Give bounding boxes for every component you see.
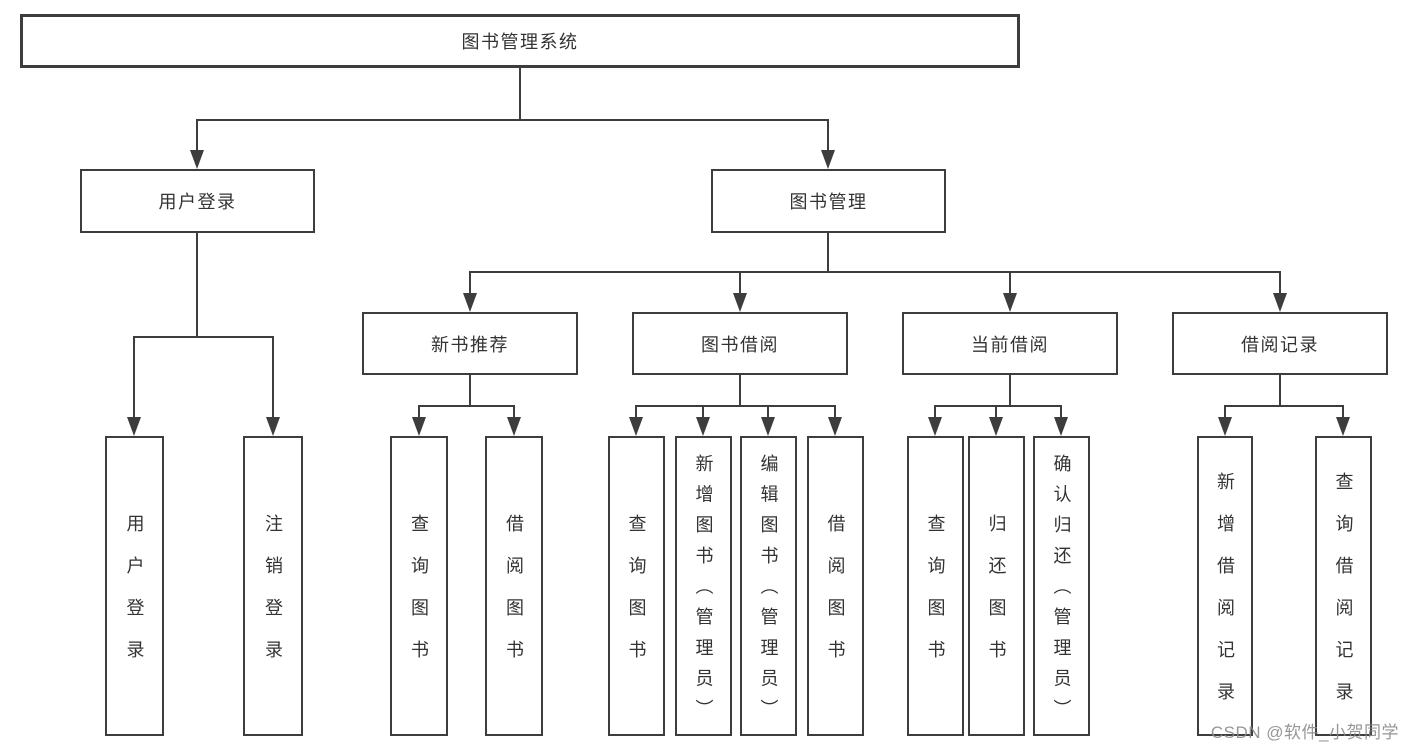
- node-leaf-query-books-1: 查询图书: [390, 436, 448, 736]
- node-user-login: 用户登录: [80, 169, 315, 233]
- node-label: 新书推荐: [431, 334, 509, 355]
- node-leaf-query-borrow-record: 查询借阅记录: [1315, 436, 1372, 736]
- node-leaf-logout: 注销登录: [243, 436, 303, 736]
- watermark: CSDN @软件_小贺同学: [1210, 723, 1399, 742]
- node-current-borrow: 当前借阅: [902, 312, 1118, 375]
- node-label: 查询图书: [409, 514, 429, 682]
- node-leaf-borrow-books-1: 借阅图书: [485, 436, 543, 736]
- node-label: 注销登录: [263, 514, 283, 682]
- node-root: 图书管理系统: [20, 14, 1020, 68]
- node-label: 当前借阅: [971, 334, 1049, 355]
- node-book-mgmt: 图书管理: [711, 169, 946, 233]
- node-new-book-rec: 新书推荐: [362, 312, 578, 375]
- node-label: 用户登录: [124, 514, 145, 682]
- node-label: 借阅图书: [825, 514, 846, 682]
- node-leaf-query-books-3: 查询图书: [907, 436, 964, 736]
- node-leaf-borrow-books-2: 借阅图书: [807, 436, 864, 736]
- node-label: 用户登录: [158, 192, 237, 212]
- node-label: 图书管理系统: [461, 32, 579, 52]
- node-leaf-add-book-admin: 新增图书（管理员）: [675, 436, 732, 736]
- node-label: 查询图书: [626, 514, 647, 682]
- node-borrow-records: 借阅记录: [1172, 312, 1388, 375]
- node-label: 新增借阅记录: [1215, 472, 1235, 724]
- node-label: 归还图书: [986, 514, 1007, 682]
- node-leaf-add-borrow-record: 新增借阅记录: [1197, 436, 1253, 736]
- node-label: 图书管理: [789, 192, 868, 212]
- node-label: 查询图书: [925, 514, 946, 682]
- node-label: 借阅图书: [504, 514, 524, 682]
- node-label: 图书借阅: [701, 334, 779, 355]
- node-leaf-edit-book-admin: 编辑图书（管理员）: [740, 436, 797, 736]
- node-leaf-user-login: 用户登录: [105, 436, 164, 736]
- node-label: 编辑图书（管理员）: [758, 454, 779, 731]
- node-leaf-confirm-return-admin: 确认归还（管理员）: [1033, 436, 1090, 736]
- node-label: 借阅记录: [1241, 334, 1319, 355]
- node-book-borrow: 图书借阅: [632, 312, 848, 375]
- node-leaf-query-books-2: 查询图书: [608, 436, 665, 736]
- node-label: 新增图书（管理员）: [693, 454, 714, 731]
- node-label: 查询借阅记录: [1333, 472, 1354, 724]
- node-leaf-return-books: 归还图书: [968, 436, 1025, 736]
- node-label: 确认归还（管理员）: [1051, 454, 1072, 731]
